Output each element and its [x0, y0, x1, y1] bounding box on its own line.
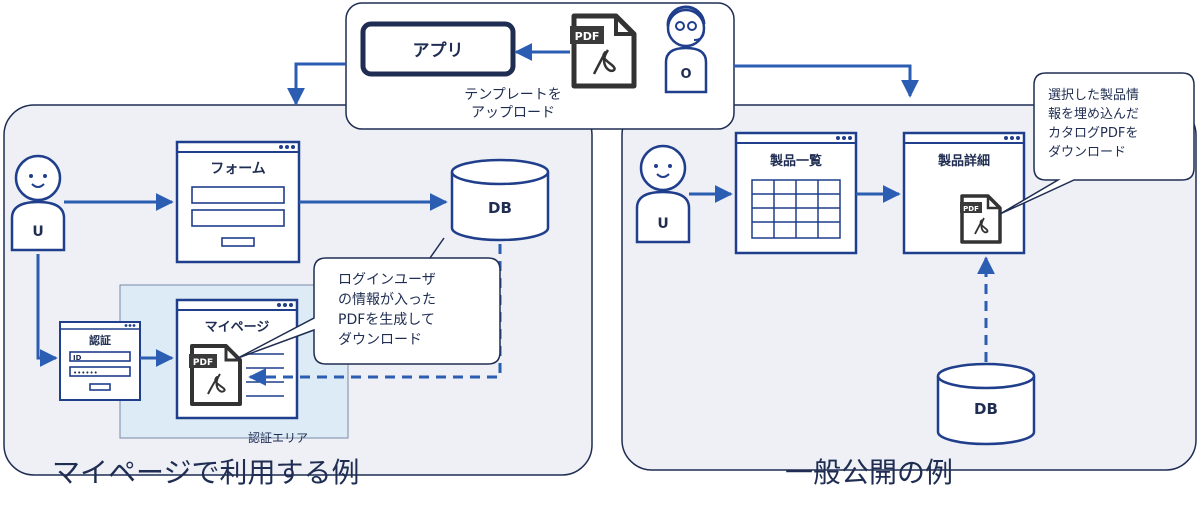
form-field-1[interactable]	[191, 186, 285, 204]
product-table-grid	[751, 179, 841, 239]
auth-area-label: 認証エリア	[248, 430, 308, 445]
operator-headset-icon: O	[664, 5, 708, 94]
upload-text-line1: テンプレートを	[464, 87, 562, 103]
left-callout: ログインユーザ の情報が入った PDFを生成して ダウンロード	[237, 237, 501, 365]
mypage-window: マイページ PDF	[175, 298, 299, 420]
database-icon-right: DB	[936, 362, 1036, 446]
right-callout-line1: 選択した製品情	[1048, 88, 1139, 103]
window-dots-icon	[124, 324, 136, 327]
public-example-title: 一般公開の例	[785, 456, 953, 489]
upload-text-line2: アップロード	[471, 105, 555, 121]
auth-id-field[interactable]	[69, 351, 131, 362]
form-field-2[interactable]	[191, 209, 285, 227]
app-box[interactable]	[360, 21, 516, 77]
window-dots-icon	[836, 136, 852, 140]
template-upload-box: アプリ テンプレートを アップロード PDF O	[345, 2, 735, 130]
right-callout-line3: カタログPDFを	[1048, 126, 1138, 141]
product-detail-window: 製品詳細 PDF	[902, 131, 1026, 255]
auth-login-button[interactable]	[89, 383, 111, 391]
db-label-left: DB	[488, 199, 512, 217]
right-callout: 選択した製品情 報を埋め込んだ カタログPDFを ダウンロード	[999, 72, 1195, 215]
window-dots-icon	[1004, 136, 1020, 140]
product-list-title: 製品一覧	[769, 153, 822, 169]
form-title: フォーム	[210, 161, 266, 177]
top-to-left-arrow	[287, 62, 346, 106]
left-callout-line3: PDFを生成して	[338, 312, 435, 328]
user-icon-left: U	[10, 154, 66, 252]
top-to-right-arrow	[734, 64, 919, 98]
mypage-title: マイページ	[205, 320, 270, 335]
product-detail-title: 製品詳細	[937, 153, 990, 169]
db-label-right: DB	[974, 400, 998, 418]
window-dots-icon	[279, 145, 295, 149]
auth-title: 認証	[89, 333, 111, 347]
right-callout-line2: 報を埋め込んだ	[1048, 107, 1139, 122]
auth-password-field[interactable]	[69, 366, 131, 377]
mypage-pdf-label: PDF	[193, 358, 213, 368]
auth-password-mask: ••••••	[73, 369, 98, 377]
form-submit-button[interactable]	[221, 237, 255, 247]
auth-id-label: ID	[73, 354, 82, 362]
detail-pdf-label: PDF	[963, 205, 979, 213]
user-to-auth-arrow	[36, 254, 58, 367]
user-badge-left: U	[32, 224, 43, 240]
top-pdf-label: PDF	[575, 30, 600, 43]
form-window: フォーム	[175, 140, 301, 264]
auth-window: 認証 ID ••••••	[59, 321, 141, 401]
mypage-example-title: マイページで利用する例	[52, 456, 359, 489]
left-callout-line2: の情報が入った	[338, 292, 436, 308]
user-icon-right: U	[635, 144, 691, 244]
app-label: アプリ	[413, 40, 464, 61]
pdf-file-icon: PDF	[960, 194, 1002, 244]
left-callout-line4: ダウンロード	[338, 332, 422, 348]
left-callout-line1: ログインユーザ	[338, 272, 436, 288]
pdf-file-icon: PDF	[189, 344, 242, 406]
database-icon-left: DB	[450, 158, 550, 242]
user-badge-right: U	[657, 216, 668, 232]
product-list-window: 製品一覧	[734, 131, 858, 255]
right-callout-line4: ダウンロード	[1048, 145, 1126, 160]
operator-badge: O	[680, 67, 691, 82]
window-dots-icon	[277, 303, 293, 307]
pdf-file-icon: PDF	[570, 13, 637, 89]
